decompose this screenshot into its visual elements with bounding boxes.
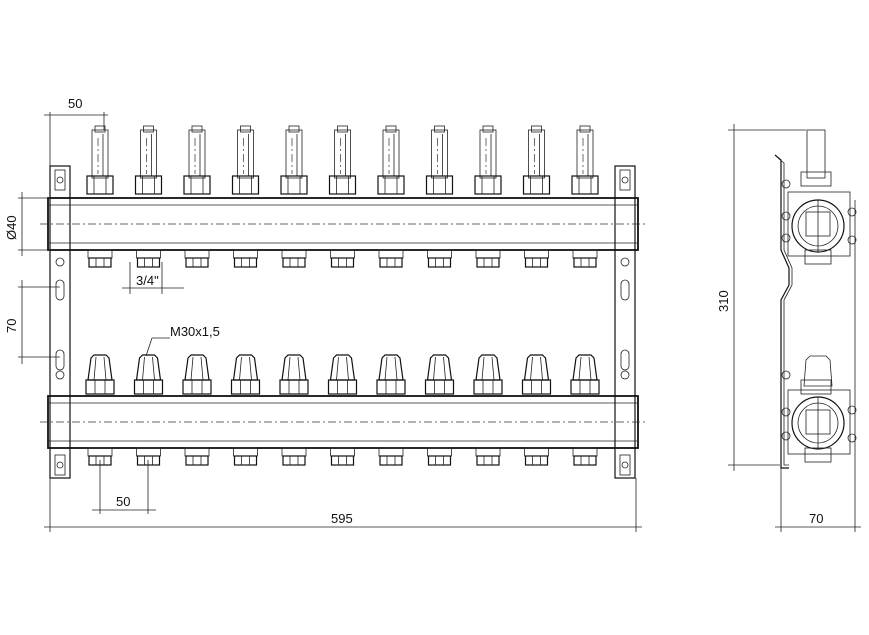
bottom-outlet-fitting	[330, 447, 355, 466]
flow-meter	[522, 125, 551, 195]
valve-cap	[327, 354, 358, 395]
valve-cap	[279, 354, 309, 395]
flow-meter	[328, 125, 357, 195]
dimension-label: 3/4"	[136, 273, 159, 288]
bottom-outlet-fitting	[281, 447, 307, 466]
dimension-label: 70	[4, 319, 19, 333]
top-outlet-fitting	[184, 249, 210, 268]
top-outlet-fitting	[330, 249, 355, 268]
dimension-label: Ø40	[4, 215, 19, 240]
bottom-outlet-fitting	[572, 447, 598, 466]
valve-cap	[133, 354, 164, 395]
bottom-outlet-fitting	[233, 447, 258, 466]
top-outlet-fitting	[136, 249, 161, 268]
bottom-outlet-row	[87, 447, 598, 466]
side-upper-valve	[781, 129, 857, 265]
dimension-outlet-thread: 3/4"	[122, 262, 184, 294]
top-outlet-fitting	[281, 249, 307, 268]
dimension-label: M30x1,5	[170, 324, 220, 339]
flow-meter	[474, 125, 502, 195]
side-bracket-profile	[774, 154, 790, 469]
dimension-label: 50	[116, 494, 130, 509]
valve-cap	[182, 354, 212, 395]
bottom-outlet-fitting	[475, 447, 501, 466]
top-outlet-fitting	[572, 249, 598, 268]
bottom-outlet-fitting	[378, 447, 404, 466]
flow-meter	[86, 125, 114, 195]
valve-cap-row	[85, 354, 600, 395]
valve-cap	[230, 354, 261, 395]
flow-meter-row	[86, 125, 599, 195]
side-lower-valve	[781, 355, 857, 463]
dimension-side-depth: 70	[775, 200, 861, 532]
bottom-outlet-fitting	[524, 447, 549, 466]
left-mounting-bracket	[49, 165, 71, 479]
valve-cap	[424, 354, 455, 395]
bottom-outlet-fitting	[136, 447, 161, 466]
valve-cap	[521, 354, 552, 395]
flow-meter	[231, 125, 260, 195]
flow-meter	[571, 125, 599, 195]
bottom-manifold-bar	[40, 395, 646, 449]
flow-meter	[280, 125, 308, 195]
top-outlet-fitting	[233, 249, 258, 268]
dimension-port-pitch-bottom: 50	[92, 460, 156, 514]
top-outlet-fitting	[524, 249, 549, 268]
flow-meter	[377, 125, 405, 195]
top-outlet-fitting	[475, 249, 501, 268]
valve-cap	[570, 354, 600, 395]
top-outlet-fitting	[87, 249, 113, 268]
flow-meter	[183, 125, 211, 195]
top-outlet-fitting	[378, 249, 404, 268]
flow-meter	[134, 125, 163, 195]
dimension-label: 50	[68, 96, 82, 111]
dimension-label: 595	[331, 511, 353, 526]
valve-cap	[376, 354, 406, 395]
flow-meter	[425, 125, 454, 195]
bottom-outlet-fitting	[184, 447, 210, 466]
dimension-overall-width: 595	[44, 478, 642, 532]
front-view: 50 Ø40 3/4" 70 M30x1,5	[4, 96, 646, 532]
valve-cap	[85, 354, 115, 395]
right-mounting-bracket	[614, 165, 636, 479]
bottom-outlet-fitting	[427, 447, 452, 466]
top-outlet-row	[87, 249, 598, 268]
dimension-overall-height: 310	[716, 124, 806, 471]
side-view: 310 70	[716, 124, 861, 532]
dimension-bar-spacing: 70	[4, 280, 60, 364]
dimension-port-pitch-top: 50	[44, 96, 108, 166]
label-flow-thread: M30x1,5	[145, 324, 220, 357]
dimension-label: 310	[716, 290, 731, 312]
top-manifold-bar	[40, 197, 646, 251]
top-outlet-fitting	[427, 249, 452, 268]
dimension-pipe-diameter: Ø40	[4, 192, 50, 256]
valve-cap	[473, 354, 503, 395]
dimension-label: 70	[809, 511, 823, 526]
